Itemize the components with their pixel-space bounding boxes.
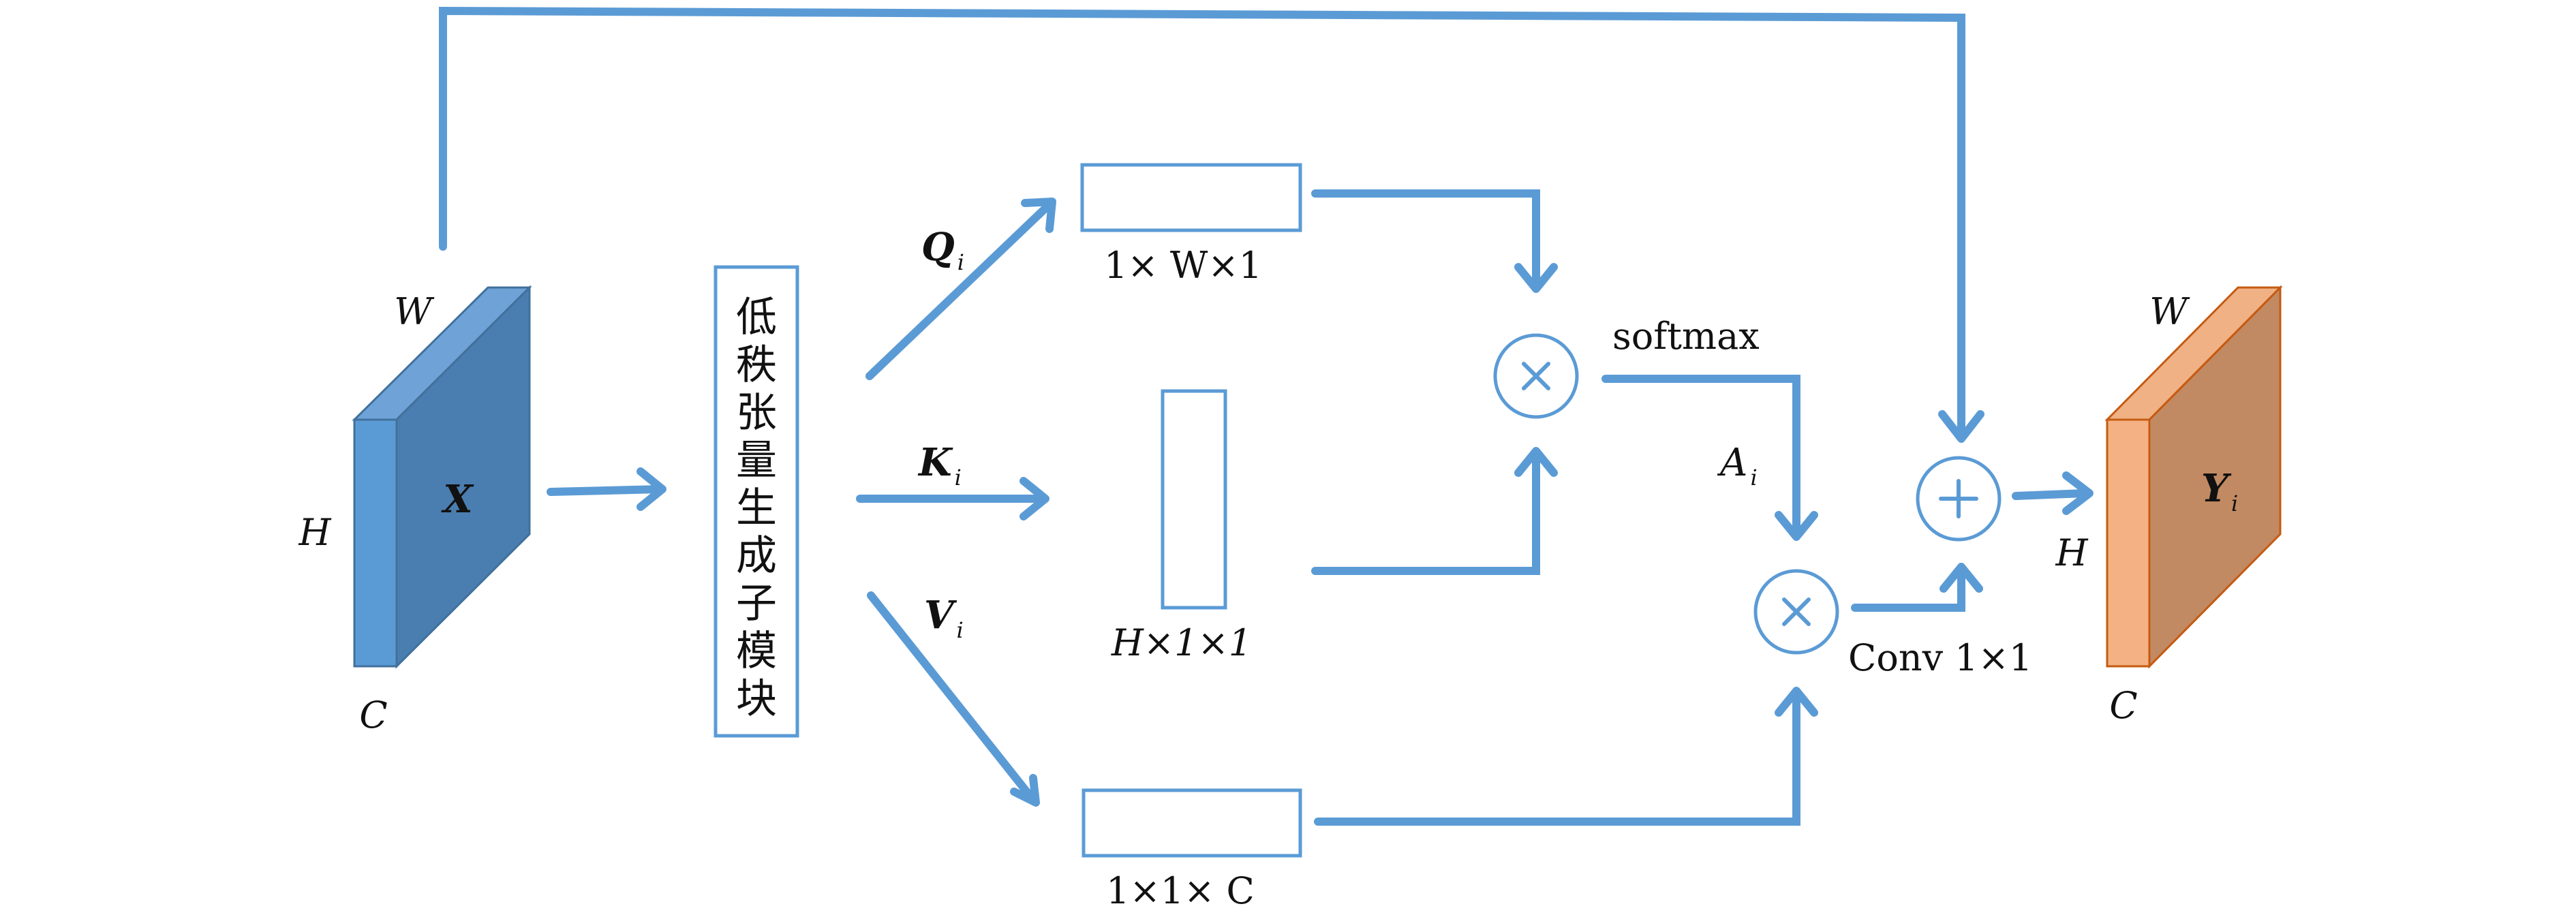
add-to-output-arrow xyxy=(2012,489,2089,500)
multiply-icon-stroke xyxy=(1522,362,1550,390)
input-tensor xyxy=(352,285,532,669)
key-to-multiply-line xyxy=(1311,448,1540,575)
multiply-icon-stroke xyxy=(1782,597,1811,626)
q-branch-arrow xyxy=(865,200,1054,380)
conv-line xyxy=(1851,565,1965,612)
key-to-multiply-arrowhead xyxy=(1514,447,1558,477)
input-channel-label: C xyxy=(359,694,387,736)
key-tensor-shape: H×1×1 xyxy=(1111,621,1252,664)
value-tensor-shape: 1×1× C xyxy=(1106,869,1255,912)
multiply-operator-2 xyxy=(1753,569,1839,655)
conv-label: Conv 1×1 xyxy=(1848,636,2032,679)
key-tensor-box xyxy=(1161,389,1227,610)
k-branch-arrowhead xyxy=(1019,477,1049,520)
multiply-operator-1 xyxy=(1493,333,1579,419)
skip-connection-arrowhead xyxy=(1938,410,1984,443)
add-operator xyxy=(1916,456,2002,542)
query-tensor-shape: 1× W×1 xyxy=(1104,244,1262,287)
v-branch-arrow xyxy=(867,591,1037,804)
input-tensor-label: X xyxy=(441,477,474,522)
output-tensor-front xyxy=(2106,418,2151,668)
module-char: 子 xyxy=(736,580,777,627)
query-to-multiply-line xyxy=(1311,189,1540,290)
output-channel-label: C xyxy=(2109,684,2137,727)
input-tensor-front xyxy=(353,418,398,668)
softmax-line xyxy=(1601,375,1800,537)
output-width-label: W xyxy=(2149,290,2190,333)
low-rank-tensor-module-label: 低 秩 张 量 生 成 子 模 块 xyxy=(736,294,777,723)
value-to-multiply-line xyxy=(1314,689,1800,826)
input-to-module-arrowhead xyxy=(637,467,666,511)
value-tensor-box xyxy=(1082,788,1302,858)
module-char: 秩 xyxy=(736,341,777,389)
module-char: 块 xyxy=(736,675,777,723)
output-height-label: H xyxy=(2055,531,2088,574)
skip-connection-line xyxy=(439,6,1965,440)
module-char: 成 xyxy=(736,532,777,580)
value-to-multiply-arrowhead xyxy=(1775,687,1818,717)
input-height-label: H xyxy=(298,511,331,554)
v-branch-arrowhead xyxy=(1010,774,1040,807)
add-to-output-arrowhead xyxy=(2062,471,2094,515)
softmax-label: softmax xyxy=(1612,315,1760,358)
output-tensor xyxy=(2104,285,2283,669)
module-char: 量 xyxy=(736,437,777,484)
query-to-multiply-arrowhead xyxy=(1514,263,1558,293)
softmax-arrowhead xyxy=(1775,511,1818,541)
module-char: 模 xyxy=(736,627,777,675)
input-width-label: W xyxy=(394,290,435,333)
module-char: 生 xyxy=(736,484,777,532)
module-char: 低 xyxy=(736,294,777,341)
input-to-module-arrow xyxy=(547,485,664,496)
low-rank-tensor-module-box xyxy=(714,265,799,738)
query-tensor-box xyxy=(1080,163,1302,232)
q-branch-arrowhead xyxy=(1021,198,1056,233)
conv-arrowhead xyxy=(1939,563,1983,593)
module-char: 张 xyxy=(736,389,777,437)
